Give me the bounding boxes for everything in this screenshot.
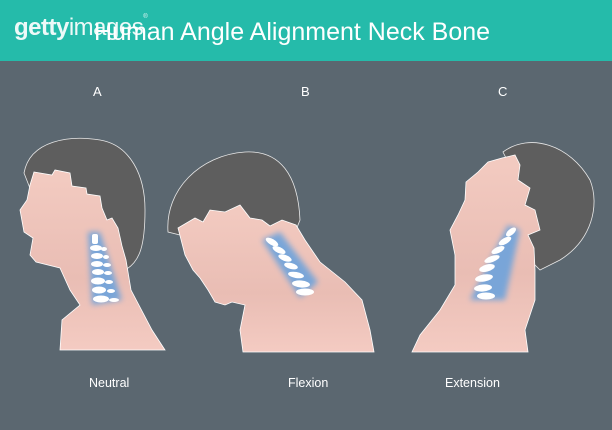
vertebrae-a [90, 234, 119, 303]
figure-flexion [167, 151, 375, 353]
title-banner: gettyimages® Human Angle Alignment Neck … [0, 0, 612, 61]
neck-posture-illustration [19, 137, 595, 353]
figure-extension [411, 142, 595, 353]
head-neck-b [177, 204, 375, 353]
caption-extension: Extension [445, 376, 500, 390]
getty-images-watermark: gettyimages® [14, 14, 148, 41]
vertebrae-c [474, 227, 516, 300]
figure-neutral [19, 137, 166, 351]
panel-label-a: A [93, 84, 102, 99]
panel-label-c: C [498, 84, 508, 99]
page-title: Human Angle Alignment Neck Bone [94, 18, 491, 46]
panel-label-b: B [301, 84, 310, 99]
head-neck-c [411, 154, 541, 353]
vertebrae-b [265, 237, 314, 296]
caption-neutral: Neutral [89, 376, 130, 390]
caption-flexion: Flexion [288, 376, 329, 390]
